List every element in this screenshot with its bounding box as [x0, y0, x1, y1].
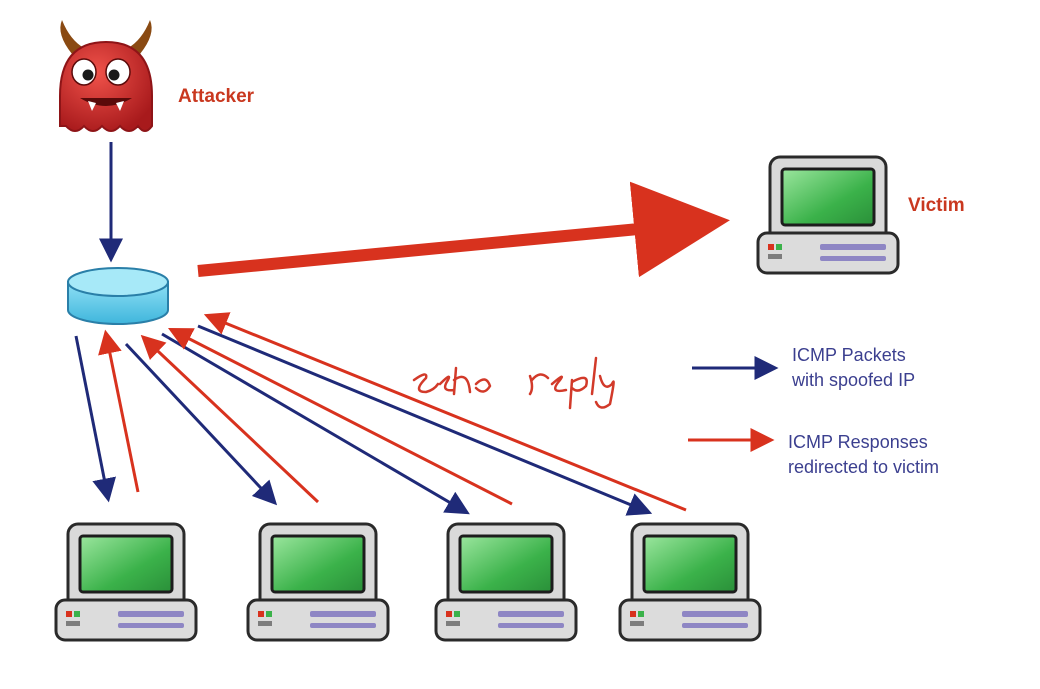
- reflector-computer-icon-4: [618, 522, 762, 642]
- legend-item-2-line1: ICMP Responses: [788, 432, 928, 452]
- reflector-computer-icon-1: [54, 522, 198, 642]
- router-icon: [67, 267, 169, 325]
- router-to-victim-arrow: [197, 181, 730, 278]
- icmp-response-arrows: [98, 312, 687, 512]
- spoofed-request-arrows: [74, 324, 653, 516]
- reflector-computer-icon-2: [246, 522, 390, 642]
- legend-item-1-line2: with spoofed IP: [791, 370, 915, 390]
- legend: ICMP Packets with spoofed IP ICMP Respon…: [688, 345, 939, 477]
- attacker-icon: [59, 20, 153, 132]
- reflector-computer-icon-3: [434, 522, 578, 642]
- victim-label: Victim: [908, 195, 965, 216]
- legend-item-1-line1: ICMP Packets: [792, 345, 906, 365]
- victim-computer-icon: [756, 155, 900, 275]
- attacker-label: Attacker: [178, 86, 255, 107]
- legend-item-2-line2: redirected to victim: [788, 457, 939, 477]
- echo-reply-handwriting: [412, 356, 615, 410]
